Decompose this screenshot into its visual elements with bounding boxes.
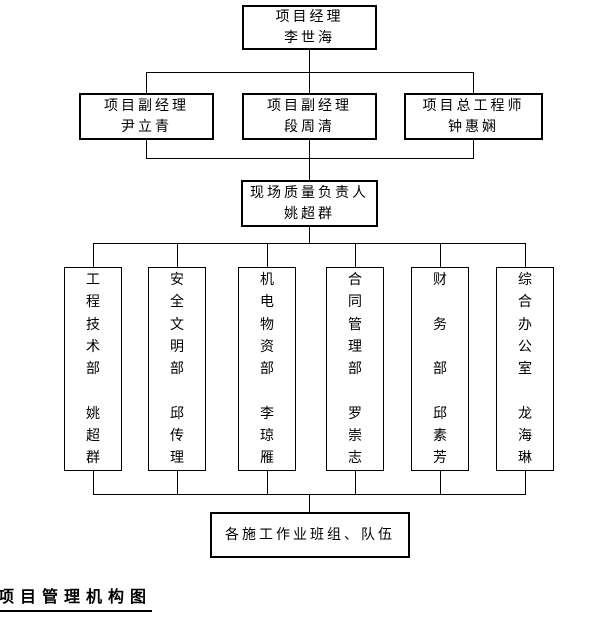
connector-line xyxy=(177,243,178,267)
box-quality-supervisor-name: 姚超群 xyxy=(284,205,335,222)
connector-line xyxy=(440,470,441,494)
connector-line xyxy=(93,243,526,244)
box-dept-general-office: 综 合 办 公 室 龙 海 琳 xyxy=(496,267,554,471)
connector-line xyxy=(309,72,310,93)
box-quality-supervisor: 现场质量负责人 姚超群 xyxy=(241,180,378,227)
connector-line xyxy=(267,243,268,267)
box-dept-finance: 财 务 部 邱 素 芳 xyxy=(411,267,469,471)
connector-line xyxy=(146,72,147,93)
box-chief-engineer-title: 项目总工程师 xyxy=(422,97,525,114)
box-deputy-manager-2-title: 项目副经理 xyxy=(267,97,352,114)
connector-line xyxy=(473,72,474,93)
box-work-crews: 各施工作业班组、队伍 xyxy=(210,512,410,558)
connector-line xyxy=(146,140,147,158)
chart-caption: 项目管理机构图 xyxy=(0,583,153,612)
connector-line xyxy=(93,243,94,267)
box-deputy-manager-2-name: 段周清 xyxy=(284,118,335,135)
box-chief-engineer: 项目总工程师 钟惠娴 xyxy=(404,93,543,140)
connector-line xyxy=(525,243,526,267)
box-work-crews-label: 各施工作业班组、队伍 xyxy=(225,526,395,543)
box-dept-engineering-tech: 工 程 技 术 部 姚 超 群 xyxy=(64,267,122,471)
connector-line xyxy=(309,494,310,512)
box-deputy-manager-1: 项目副经理 尹立青 xyxy=(79,93,214,140)
box-chief-engineer-name: 钟惠娴 xyxy=(448,118,499,135)
connector-line xyxy=(93,470,94,494)
box-dept-contract-management: 合 同 管 理 部 罗 崇 志 xyxy=(326,267,384,471)
box-dept-safety-civility: 安 全 文 明 部 邱 传 理 xyxy=(148,267,206,471)
connector-line xyxy=(267,470,268,494)
connector-line xyxy=(473,140,474,158)
box-dept-mech-elec-materials: 机 电 物 资 部 李 琼 雁 xyxy=(238,267,296,471)
connector-line xyxy=(440,243,441,267)
box-deputy-manager-1-title: 项目副经理 xyxy=(104,97,189,114)
connector-line xyxy=(525,470,526,494)
connector-line xyxy=(309,140,310,180)
box-project-manager-name: 李世海 xyxy=(284,29,335,46)
connector-line xyxy=(355,470,356,494)
connector-line xyxy=(309,50,310,72)
box-project-manager: 项目经理 李世海 xyxy=(242,5,377,50)
box-deputy-manager-2: 项目副经理 段周清 xyxy=(242,93,377,140)
connector-line xyxy=(146,158,474,159)
connector-line xyxy=(177,470,178,494)
box-deputy-manager-1-name: 尹立青 xyxy=(121,118,172,135)
box-quality-supervisor-title: 现场质量负责人 xyxy=(250,184,369,201)
connector-line xyxy=(355,243,356,267)
connector-line xyxy=(309,227,310,243)
box-project-manager-title: 项目经理 xyxy=(275,8,344,25)
